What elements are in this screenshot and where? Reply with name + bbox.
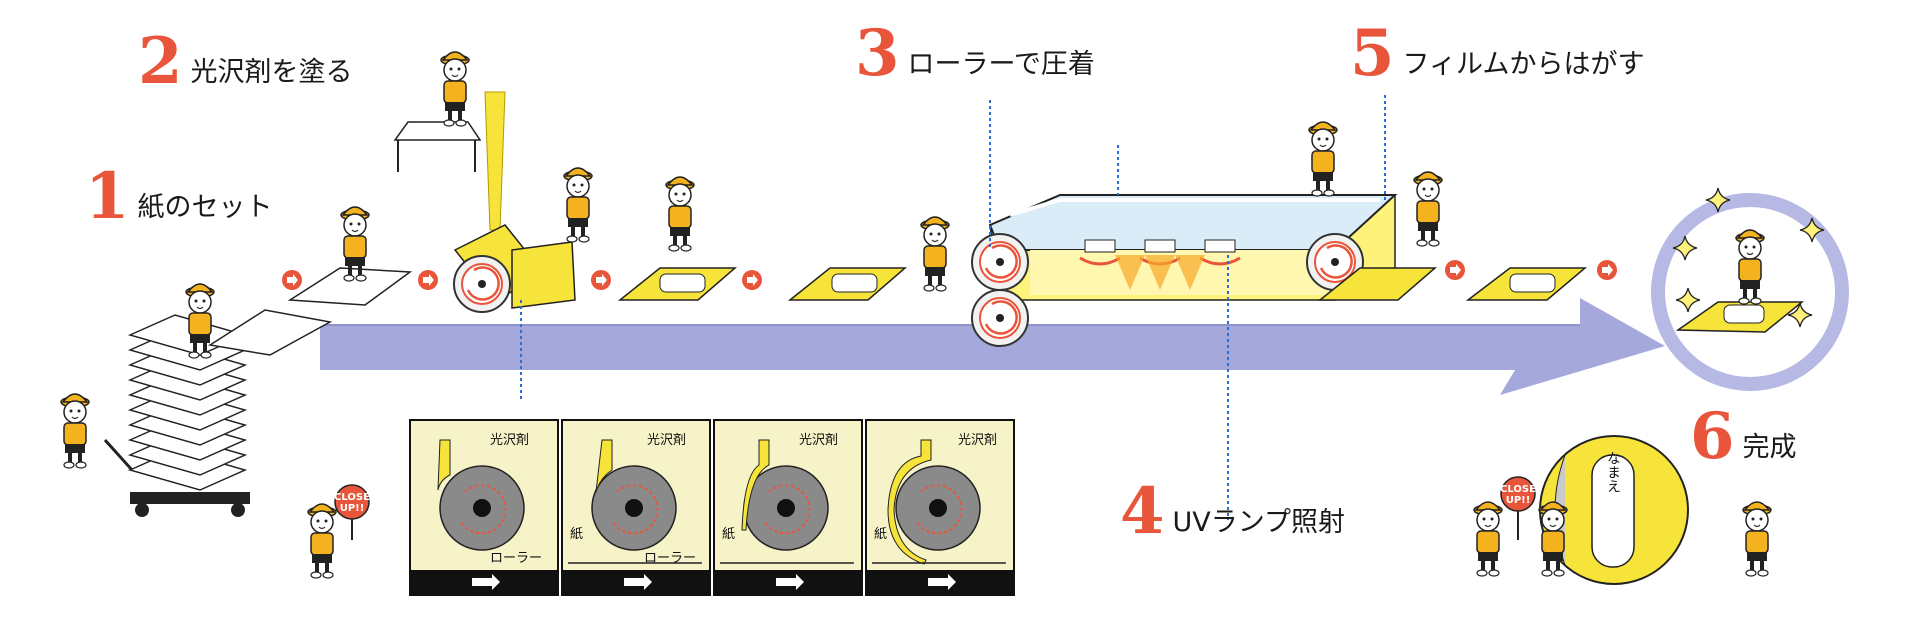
closeup-roller-label-1: ローラー <box>490 551 542 566</box>
laminator-unit <box>970 194 1398 348</box>
closeup-panels: 光沢剤 ローラー 光沢剤 紙 ローラー 光沢剤 紙 <box>409 419 1015 596</box>
worker-badge-right <box>1472 500 1504 578</box>
flow-arrow-3 <box>591 270 611 290</box>
completion-circle <box>1651 187 1849 391</box>
closeup-badge-left: CLOSE UP!! <box>334 484 370 540</box>
step-4-label: UVランプ照射 <box>1172 507 1345 538</box>
closeup-paper-label-3: 紙 <box>722 527 735 542</box>
badge-left-line1: CLOSE <box>334 492 370 503</box>
badge-right-line1: CLOSE <box>1500 484 1536 495</box>
worker-name-tag <box>1537 500 1569 578</box>
worker-peel <box>1412 170 1444 248</box>
closeup-paper-label-2: 紙 <box>570 527 583 542</box>
step-6: 6 完成 <box>1690 405 1797 469</box>
step-2: 2 光沢剤を塗る <box>138 30 353 94</box>
step-6-label: 完成 <box>1742 432 1797 463</box>
step-3-number: 3 <box>855 16 900 91</box>
flow-arrow-6 <box>1597 260 1617 280</box>
flow-arrow-4 <box>742 270 762 290</box>
name-tag-text: なまえ <box>1605 451 1621 493</box>
badge-right-line2: UP!! <box>1506 495 1531 506</box>
step-1-number: 1 <box>85 159 130 234</box>
coating-roller <box>452 224 576 314</box>
step-5: 5 フィルムからはがす <box>1350 22 1644 86</box>
closeup-roller-label-2: ローラー <box>644 551 696 566</box>
conveyor-arrow <box>320 298 1665 395</box>
step-3-label: ローラーで圧着 <box>907 49 1095 80</box>
coating-table <box>393 121 482 172</box>
worker-standing <box>664 175 696 253</box>
closeup-varnish-label-1: 光沢剤 <box>490 432 529 448</box>
step-1-label: 紙のセット <box>137 192 273 223</box>
varnish-stream <box>484 91 506 231</box>
badge-left-line2: UP!! <box>340 503 365 514</box>
paper-sheet-1 <box>287 267 413 306</box>
closeup-varnish-label-2: 光沢剤 <box>647 432 686 448</box>
step-3: 3 ローラーで圧着 <box>855 22 1095 86</box>
worker-pouring <box>439 50 471 128</box>
closeup-badge-right: CLOSE UP!! <box>1500 476 1536 540</box>
step-6-number: 6 <box>1690 399 1735 474</box>
step-5-number: 5 <box>1350 16 1395 91</box>
closeup-paper-label-4: 紙 <box>874 527 887 542</box>
step-2-number: 2 <box>138 24 183 99</box>
flow-arrow-1 <box>282 270 302 290</box>
step-1: 1 紙のセット <box>85 165 273 229</box>
worker-press <box>919 215 951 293</box>
name-tag-closeup: なまえ <box>1539 435 1689 585</box>
closeup-varnish-label-3: 光沢剤 <box>799 432 838 448</box>
worker-closeup-guide <box>306 502 338 580</box>
worker-cart <box>59 392 91 470</box>
worker-pointing <box>1741 500 1773 578</box>
step-5-label: フィルムからはがす <box>1402 49 1645 80</box>
flow-arrow-2 <box>418 270 438 290</box>
closeup-varnish-label-4: 光沢剤 <box>958 432 997 448</box>
step-4-number: 4 <box>1120 474 1165 549</box>
step-4: 4 UVランプ照射 <box>1120 480 1345 544</box>
worker-belt-top <box>1307 120 1339 198</box>
paper-stack-cart <box>103 309 333 517</box>
worker-roller <box>562 166 594 244</box>
uv-lamps <box>1079 239 1241 290</box>
step-2-label: 光沢剤を塗る <box>190 57 353 88</box>
flow-arrow-5 <box>1445 260 1465 280</box>
paper-exit <box>1317 267 1438 301</box>
